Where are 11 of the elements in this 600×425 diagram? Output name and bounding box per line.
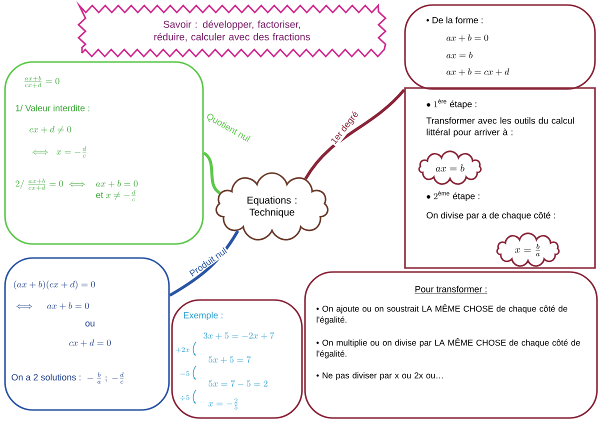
rules-panel: Pour transformer : • On ajoute ou on soustrait LA MÊME CHOSE de chaque côté de l'égalité. • On multiplie ou on divise par LA MÊME CHOSE de chaque côté de l'égalité. • Ne pas diviser par x ou 2x ou… bbox=[304, 271, 598, 419]
central-cloud: Equations : Technique bbox=[215, 172, 329, 241]
branch-bubble: $(ax+b)(cx+d)=0$ $\iff\quad ax+b=0$ ou $cx+d=0$ $\text{On a 2 solutions : }-\frac{b}{a}\ ;\ -\frac{d}{c}$ bbox=[4, 257, 170, 411]
banner-box: Savoir : développer, factoriser, réduire, calculer avec des fractions bbox=[76, 0, 387, 58]
form-panel: • De la forme : $ax+b=0$ $ax=b$ $ax+b=cx+d$ bbox=[404, 4, 596, 90]
result-cloud: $x=\frac{b}{a}$ bbox=[496, 232, 560, 267]
result-cloud: $ax=b$ bbox=[418, 150, 482, 185]
branch bbox=[304, 88, 406, 180]
branch-bubble: $\frac{ax+b}{cx+d}=0$ 1/ Valeur interdite : $cx+d\neq 0$ $\iff\ x=-\frac{d}{c}$ $2/\ \frac{ax+b}{cx+d}=0 \iff \begin{array}[t]{l} ax+b=0\\ \text{et } x\neq -\frac{d}{c}\end{array}$ bbox=[4, 61, 204, 245]
branch bbox=[202, 152, 221, 194]
example-panel: Exemple : $3x+5=-2x+7$ $+2x$ $5x+5=7$ $-5$ $5x=7-5=2$ $\div 5$ $x=-\frac{2}{5}$ bbox=[171, 299, 303, 419]
